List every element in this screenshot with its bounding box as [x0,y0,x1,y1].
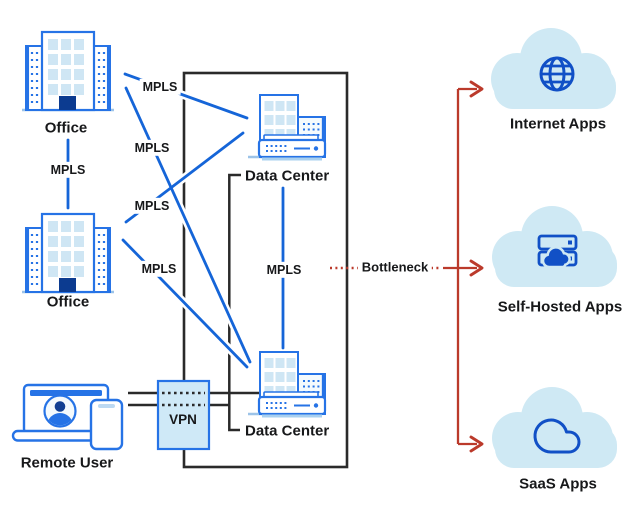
globe-icon [539,56,575,92]
office-top-label: Office [44,119,88,137]
cloud-outline-icon [533,418,581,454]
router-icon [257,134,327,161]
mpls-label: MPLS [138,260,180,278]
office-bottom-label: Office [46,293,90,311]
self-hosted-apps-label: Self-Hosted Apps [497,298,623,316]
office-building-icon [22,212,114,294]
saas-apps-label: SaaS Apps [519,475,597,493]
router-icon [257,391,327,418]
redirect-arrow [443,87,477,446]
mpls-line [66,72,285,369]
arrowhead-icon [469,80,484,453]
office-building-icon [22,30,114,112]
data-center-icon [248,94,327,161]
vpn-line [128,173,262,432]
data-center-top-label: Data Center [245,167,330,185]
remote-user-label: Remote User [20,454,114,472]
mpls-label: MPLS [263,261,305,279]
internet-apps-label: Internet Apps [509,115,607,133]
laptop-icon [11,383,110,442]
phone-icon [89,398,124,451]
vpn-box [156,379,211,451]
data-center-bottom-label: Data Center [245,422,330,440]
mpls-label: MPLS [139,78,181,96]
mpls-label: MPLS [47,161,89,179]
network-boundary-box [182,71,349,469]
line-casings [64,70,287,370]
vpn-label: VPN [169,412,197,428]
mpls-label: MPLS [131,197,173,215]
bottleneck-label: Bottleneck [357,260,433,276]
mpls-label: MPLS [131,139,173,157]
data-center-icon [248,351,327,418]
hosted-server-icon [537,234,578,269]
avatar-icon [43,394,77,428]
